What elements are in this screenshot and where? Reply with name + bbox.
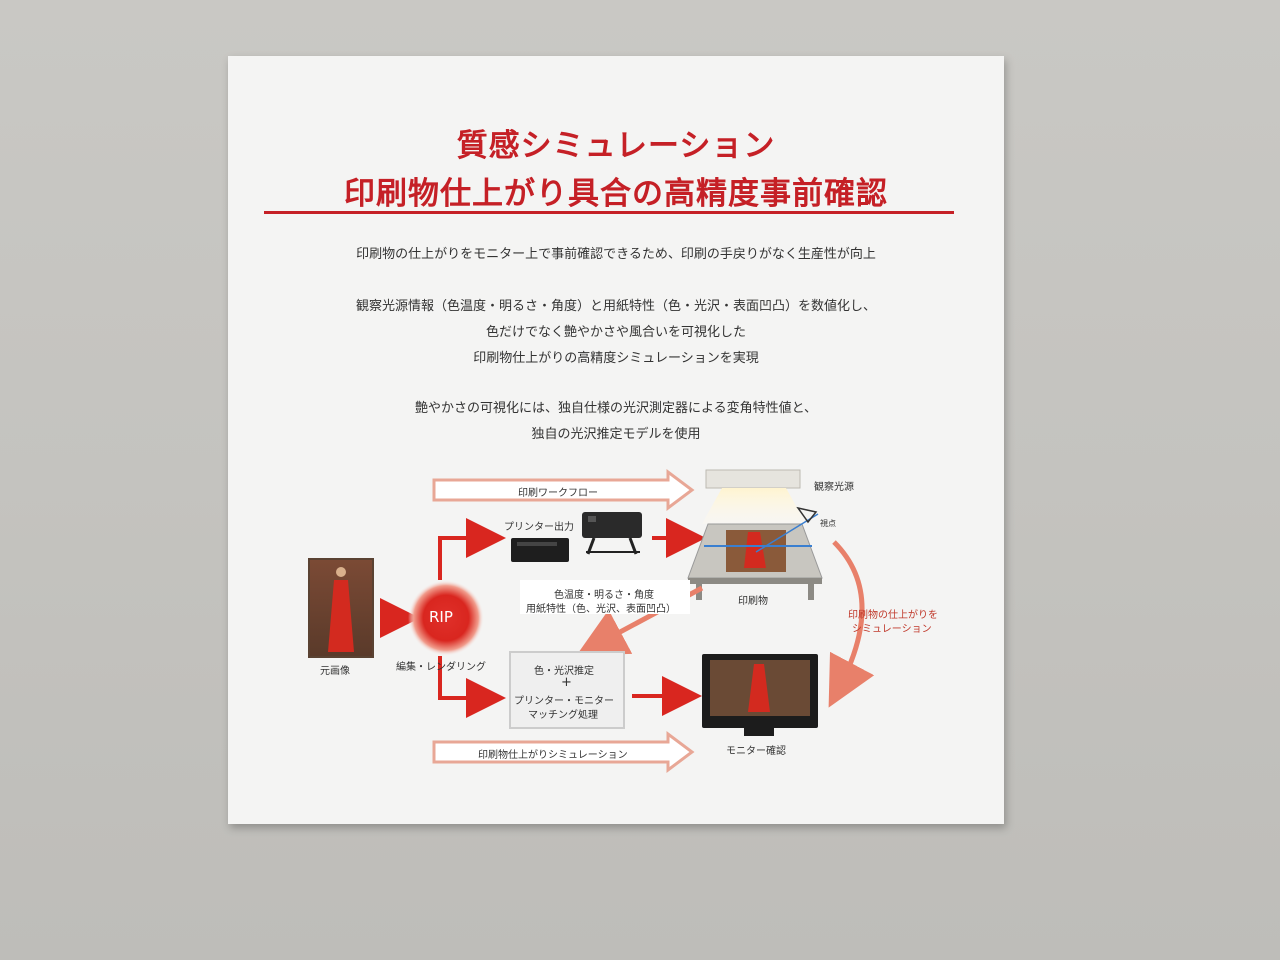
- rip-caption: 編集・レンダリング: [396, 662, 486, 673]
- process-box: [509, 651, 625, 729]
- print-table-icon: [687, 513, 823, 600]
- params-line2: 用紙特性（色、光沢、表面凹凸）: [526, 604, 676, 615]
- print-item-label: 印刷物: [738, 596, 768, 607]
- light-source-icon: [702, 469, 806, 524]
- workflow-diagram: [308, 469, 875, 773]
- light-source-label: 観察光源: [814, 482, 854, 493]
- process-line3: マッチング処理: [528, 710, 598, 721]
- printer-icon: [511, 538, 569, 562]
- rip-label: RIP: [429, 608, 453, 626]
- paragraph-productivity: 印刷物の仕上がりをモニター上で事前確認できるため、印刷の手戻りがなく生産性が向上: [356, 247, 876, 262]
- paragraph-gloss-line2: 独自の光沢推定モデルを使用: [531, 427, 701, 442]
- title-divider: [264, 211, 954, 214]
- page-subtitle: 印刷物仕上がり具合の高精度事前確認: [344, 176, 888, 212]
- paragraph-gloss-line1: 艶やかさの可視化には、独自仕様の光沢測定器による変角特性値と、: [414, 401, 818, 416]
- simulate-curve-arrow: [828, 540, 875, 708]
- simulation-arrow: [432, 731, 695, 773]
- large-format-printer-icon: [582, 512, 642, 555]
- paragraph-quantify-line2: 色だけでなく艶やかさや風合いを可視化した: [485, 325, 746, 340]
- original-image-thumbnail: [308, 558, 374, 658]
- paragraph-quantify-line1: 観察光源情報（色温度・明るさ・角度）と用紙特性（色・光沢・表面凹凸）を数値化し、: [355, 299, 876, 314]
- workflow-label: 印刷ワークフロー: [518, 488, 598, 499]
- viewpoint-label: 視点: [820, 519, 836, 528]
- paragraph-quantify-line3: 印刷物仕上がりの高精度シミュレーションを実現: [473, 351, 759, 366]
- workflow-arrow: [432, 469, 695, 511]
- process-line2: プリンター・モニター: [514, 696, 614, 707]
- simulation-label: 印刷物仕上がりシミュレーション: [478, 750, 628, 761]
- original-image-label: 元画像: [320, 666, 350, 677]
- printer-output-label: プリンター出力: [504, 522, 574, 533]
- simulate-line2: シミュレーション: [852, 624, 932, 635]
- rip-circle: [408, 580, 484, 656]
- viewpoint-eye-icon: [796, 506, 818, 524]
- simulate-line1: 印刷物の仕上がりを: [848, 610, 938, 621]
- process-line1: 色・光沢推定: [534, 666, 594, 677]
- info-panel: 質感シミュレーション 印刷物仕上がり具合の高精度事前確認 印刷物の仕上がりをモニ…: [228, 56, 1004, 824]
- params-box: [520, 580, 690, 614]
- monitor-check-label: モニター確認: [726, 746, 786, 757]
- monitor-icon: [702, 654, 818, 736]
- process-plus: +: [561, 675, 572, 690]
- page-title: 質感シミュレーション: [456, 128, 776, 164]
- params-line1: 色温度・明るさ・角度: [554, 590, 654, 601]
